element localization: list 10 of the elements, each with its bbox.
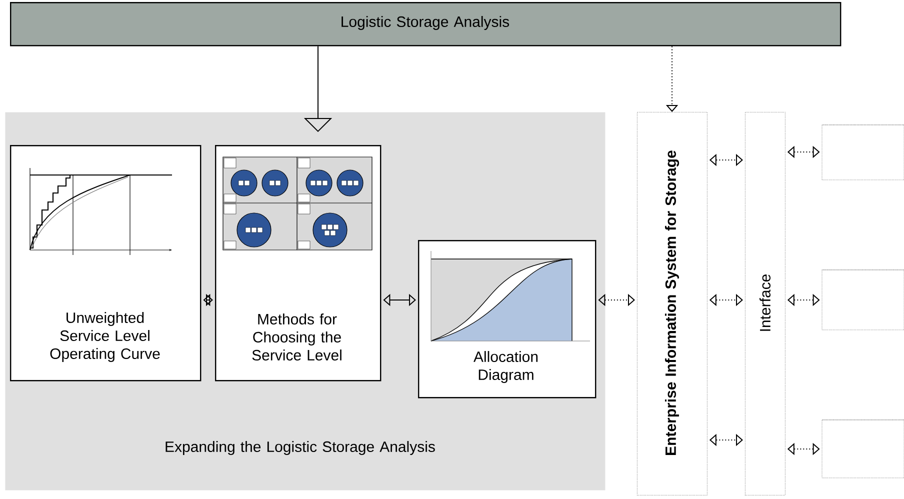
database-cylinder bbox=[822, 124, 904, 180]
double-arrow bbox=[383, 294, 416, 306]
database-cylinder bbox=[822, 270, 904, 330]
process-box: Unweighted Service Level Operating Curve bbox=[10, 145, 202, 382]
title-bar: Logistic Storage Analysis bbox=[10, 2, 842, 46]
interface-box: Interface bbox=[745, 112, 786, 496]
database-cylinder bbox=[822, 420, 904, 478]
system-box: Enterprise Information System for Storage bbox=[637, 112, 708, 496]
double-arrow bbox=[598, 294, 635, 306]
double-arrow bbox=[203, 294, 213, 306]
